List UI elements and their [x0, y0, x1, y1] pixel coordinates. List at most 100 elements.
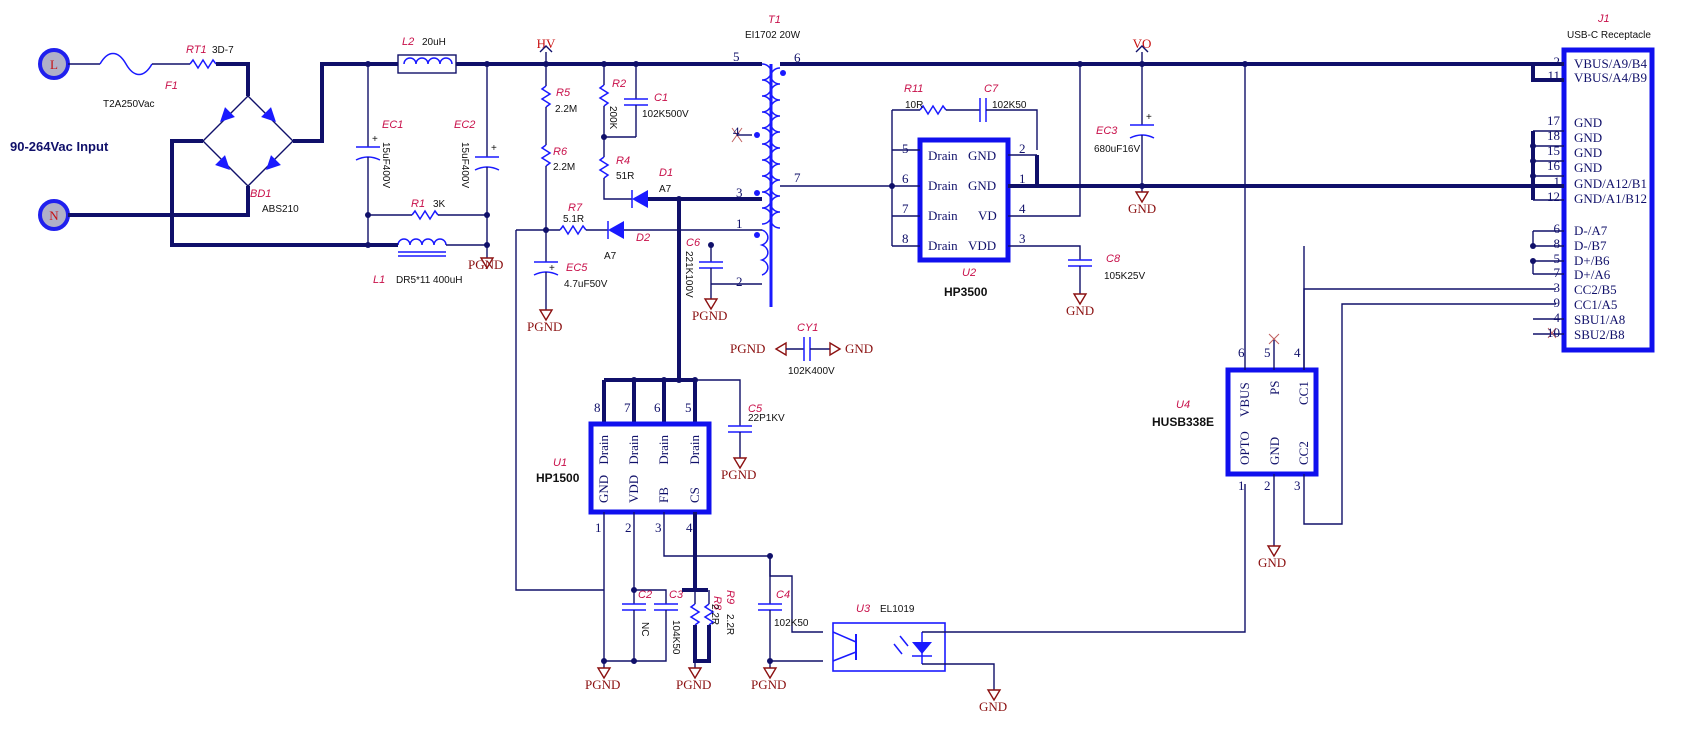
- u4-pin-3: 3: [1294, 478, 1301, 493]
- resistor-r9: [703, 603, 715, 626]
- t1-value: EI1702 20W: [745, 30, 801, 41]
- u1-drain-label-1: Drain: [596, 435, 611, 465]
- c7-ref: C7: [984, 83, 999, 95]
- j1-pin-num: 12: [1547, 189, 1560, 204]
- c3-value: 104K50: [670, 620, 681, 655]
- t1-pin-1: 1: [736, 216, 743, 231]
- j1-pin-num: 2: [1554, 54, 1561, 69]
- r5-ref: R5: [556, 87, 571, 99]
- t1-pin-2: 2: [736, 274, 743, 289]
- ic-u1: [588, 421, 712, 515]
- l2-value: 20uH: [422, 37, 446, 48]
- u2-pin-3: 3: [1019, 231, 1026, 246]
- u4-cc1-label: CC1: [1296, 381, 1311, 405]
- j1-pin-name: GND/A1/B12: [1574, 191, 1647, 206]
- svg-text:+: +: [549, 263, 555, 274]
- u4-pin-4: 4: [1294, 345, 1301, 360]
- c1-value: 102K500V: [642, 109, 689, 120]
- u4-vbus-label: VBUS: [1237, 382, 1252, 417]
- j1-pin-name: GND/A12/B1: [1574, 176, 1647, 191]
- pgnd-c5-label: PGND: [721, 467, 756, 482]
- j1-pin-name: GND: [1574, 130, 1602, 145]
- c4-ref: C4: [776, 589, 790, 601]
- c2-value: NC: [639, 622, 650, 636]
- u1-pin-7: 7: [624, 400, 631, 415]
- gnd-c8-label: GND: [1066, 303, 1094, 318]
- u1-fb-label: FB: [656, 487, 671, 503]
- u4-gnd-pin-label: GND: [1267, 437, 1282, 465]
- ec2-ref: EC2: [454, 119, 475, 131]
- rt1-ref: RT1: [186, 44, 207, 56]
- t1-ref: T1: [768, 14, 781, 26]
- cy1-value: 102K400V: [788, 366, 835, 377]
- pgnd-cy1-label: PGND: [730, 341, 765, 356]
- r4-ref: R4: [616, 155, 630, 167]
- r6-value: 2.2M: [553, 162, 575, 173]
- u2-drain-label-2: Drain: [928, 178, 958, 193]
- u1-pin-5: 5: [685, 400, 692, 415]
- pgnd-r8-label: PGND: [676, 677, 711, 692]
- j1-pin-num: 15: [1547, 143, 1560, 158]
- neutral-terminal-label: N: [49, 208, 59, 223]
- j1-pin-name: D-/A7: [1574, 223, 1608, 238]
- resistor-r7: [559, 224, 587, 236]
- pgnd-c4-label: PGND: [751, 677, 786, 692]
- svg-text:+: +: [1146, 112, 1152, 123]
- r6-ref: R6: [553, 146, 568, 158]
- u4-pin-2: 2: [1264, 478, 1271, 493]
- l1-value: DR5*11 400uH: [396, 275, 463, 286]
- optocoupler-u3: [832, 622, 946, 672]
- j1-pin-num: 16: [1547, 158, 1561, 173]
- j1-pin-name: GND: [1574, 145, 1602, 160]
- f1-ref: F1: [165, 80, 178, 92]
- u2-drain-label-1: Drain: [928, 148, 958, 163]
- resistor-r8: [689, 603, 701, 626]
- r8-value: 2.2R: [709, 604, 720, 625]
- f1-value: T2A250Vac: [103, 99, 155, 110]
- c4-value: 102K50: [774, 618, 809, 629]
- ic-u2: [917, 137, 1011, 263]
- j1-pin-num: 17: [1547, 113, 1561, 128]
- r1-value: 3K: [433, 199, 446, 210]
- gnd-u3-label: GND: [979, 699, 1007, 714]
- c1-ref: C1: [654, 92, 668, 104]
- t1-pin-6: 6: [794, 50, 801, 65]
- pgnd-label: PGND: [468, 257, 503, 272]
- diode-d2: [608, 221, 624, 239]
- ec5-ref: EC5: [566, 262, 588, 274]
- t1-pin-4: 4: [733, 124, 740, 139]
- r5-value: 2.2M: [555, 104, 577, 115]
- ec3-ref: EC3: [1096, 125, 1118, 137]
- u2-pin-6: 6: [902, 171, 909, 186]
- l2-ref: L2: [402, 36, 414, 48]
- u4-ref: U4: [1176, 399, 1190, 411]
- u2-gnd-label-1: GND: [968, 148, 996, 163]
- bridge-rectifier-bd1: [202, 95, 294, 187]
- u4-opto-label: OPTO: [1237, 431, 1252, 465]
- u3-value: EL1019: [880, 604, 915, 615]
- ec1-ref: EC1: [382, 119, 403, 131]
- j1-pin-num: 5: [1554, 251, 1561, 266]
- c6-ref: C6: [686, 237, 701, 249]
- u2-pin-7: 7: [902, 201, 909, 216]
- u4-cc2-label: CC2: [1296, 441, 1311, 465]
- r11-value: 10R: [905, 100, 923, 111]
- inductor-l1: [397, 238, 447, 246]
- line-terminal-label: L: [50, 57, 58, 72]
- j1-pin-num: 4: [1554, 310, 1561, 325]
- u2-gnd-label-2: GND: [968, 178, 996, 193]
- j1-pin-name: D+/A6: [1574, 267, 1611, 282]
- u2-pin-8: 8: [902, 231, 909, 246]
- u1-cs-label: CS: [687, 487, 702, 503]
- resistor-r6: [540, 144, 552, 167]
- j1-pin-num: 8: [1554, 236, 1561, 251]
- j1-pin-name: CC1/A5: [1574, 297, 1617, 312]
- pgnd-ec5-label: PGND: [527, 319, 562, 334]
- resistor-r5: [540, 85, 552, 108]
- ec1-value: 15uF400V: [380, 142, 391, 188]
- u4-part: HUSB338E: [1152, 415, 1214, 429]
- r9-ref: R9: [724, 590, 736, 604]
- input-voltage-label: 90-264Vac Input: [10, 139, 109, 154]
- resistor-r4: [598, 156, 610, 179]
